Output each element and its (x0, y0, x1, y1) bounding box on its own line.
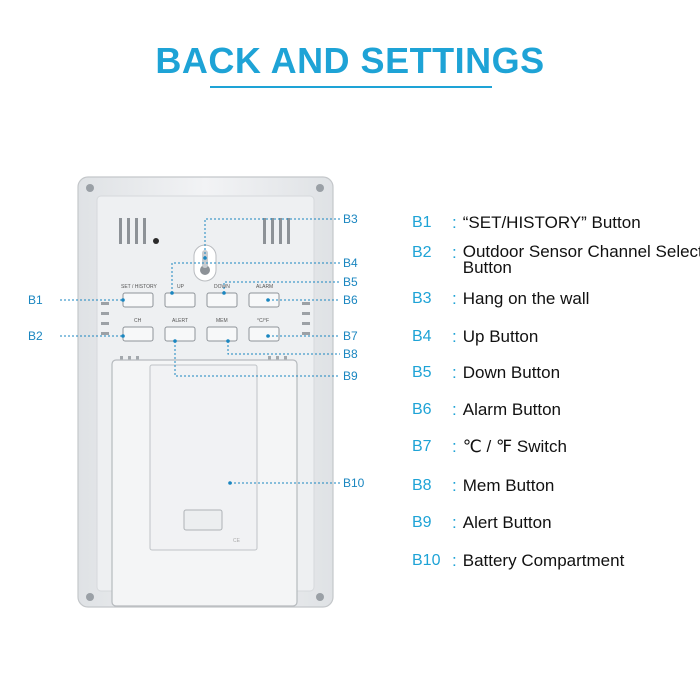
legend-text: “SET/HISTORY” Button (462, 213, 641, 232)
button-label: °C/°F (257, 318, 269, 324)
vent-left (119, 218, 146, 244)
reset-hole (153, 238, 159, 244)
hang-hole (193, 244, 217, 282)
callout-b5: B5 (343, 275, 358, 289)
battery-marking: CE (233, 538, 241, 544)
callout-b2: B2 (28, 329, 43, 343)
legend-code: B7 (412, 438, 432, 455)
legend-item-b8: B8 : Mem Button (412, 476, 555, 495)
button-label: ALERT (172, 318, 188, 324)
screw-icon (86, 184, 94, 192)
battery-latch (183, 509, 223, 531)
callout-b10: B10 (343, 476, 365, 490)
button-label: ALARM (256, 284, 273, 290)
legend-item-b9: B9 : Alert Button (412, 513, 552, 532)
legend-code: B8 (412, 477, 432, 494)
legend-text: Hang on the wall (462, 289, 590, 308)
legend-item-b2: B2 : Outdoor Sensor Channel Select Butto… (412, 242, 700, 277)
button-label: SET / HISTORY (121, 284, 158, 290)
leader-b5 (223, 281, 340, 293)
callout-b1: B1 (28, 293, 43, 307)
legend-code: B1 (412, 214, 432, 231)
button-label: UP (177, 284, 185, 290)
leader-b3 (204, 218, 340, 258)
page-title: BACK AND SETTINGS (155, 40, 545, 81)
legend-item-b3: B3 : Hang on the wall (412, 289, 590, 308)
leader-dots (121, 256, 270, 485)
leader-b4 (171, 262, 340, 293)
legend-text: Mem Button (462, 476, 555, 495)
callout-b8: B8 (343, 347, 358, 361)
alarm-button (248, 292, 280, 308)
side-slots-right (302, 302, 310, 335)
up-button (164, 292, 196, 308)
leader-lines (60, 218, 340, 484)
temp-unit-switch (248, 326, 280, 342)
legend-item-b5: B5 : Down Button (412, 363, 561, 382)
legend-code: B3 (412, 290, 432, 307)
legend-item-b1: B1 : “SET/HISTORY” Button (412, 213, 641, 232)
button-label: MEM (216, 318, 228, 324)
legend-code: B5 (412, 364, 432, 381)
callout-b7: B7 (343, 329, 358, 343)
legend-text: ℃ / ℉ Switch (462, 437, 567, 456)
legend-item-b10: B10 : Battery Compartment (412, 551, 625, 570)
callout-b9: B9 (343, 369, 358, 383)
screw-icon (86, 593, 94, 601)
legend-code: B2 (412, 244, 432, 261)
down-button (206, 292, 238, 308)
callout-b3: B3 (343, 212, 358, 226)
button-label: DOWN (214, 284, 230, 290)
side-slots-left (101, 302, 109, 335)
legend-code: B6 (412, 401, 432, 418)
title-underline (210, 86, 492, 88)
legend-code: B4 (412, 328, 432, 345)
button-label: CH (134, 318, 142, 324)
alert-button (164, 326, 196, 342)
battery-compartment (149, 364, 258, 551)
legend-code: B10 (412, 552, 441, 569)
legend-item-b6: B6 : Alarm Button (412, 400, 561, 419)
vent-right (263, 218, 290, 244)
button-row-2: CH ALERT MEM °C/°F (122, 318, 280, 342)
legend-item-b7: B7 : ℃ / ℉ Switch (412, 437, 567, 456)
set-history-button (122, 292, 154, 308)
legend-item-b4: B4 : Up Button (412, 327, 539, 346)
legend-text: Battery Compartment (462, 551, 625, 570)
legend-text: Up Button (462, 327, 539, 346)
legend-text: Alert Button (462, 513, 552, 532)
screw-icon (316, 184, 324, 192)
callout-b4: B4 (343, 256, 358, 270)
mem-button (206, 326, 238, 342)
legend-text: Down Button (462, 363, 561, 382)
leader-b8 (227, 341, 340, 355)
legend-text: Outdoor Sensor Channel Select Button (462, 242, 700, 277)
callout-b6: B6 (343, 293, 358, 307)
leader-b9 (174, 341, 340, 377)
ch-button (122, 326, 154, 342)
legend-code: B9 (412, 514, 432, 531)
screw-icon (316, 593, 324, 601)
button-row-1: SET / HISTORY UP DOWN ALARM (121, 284, 280, 308)
legend-text: Alarm Button (462, 400, 561, 419)
